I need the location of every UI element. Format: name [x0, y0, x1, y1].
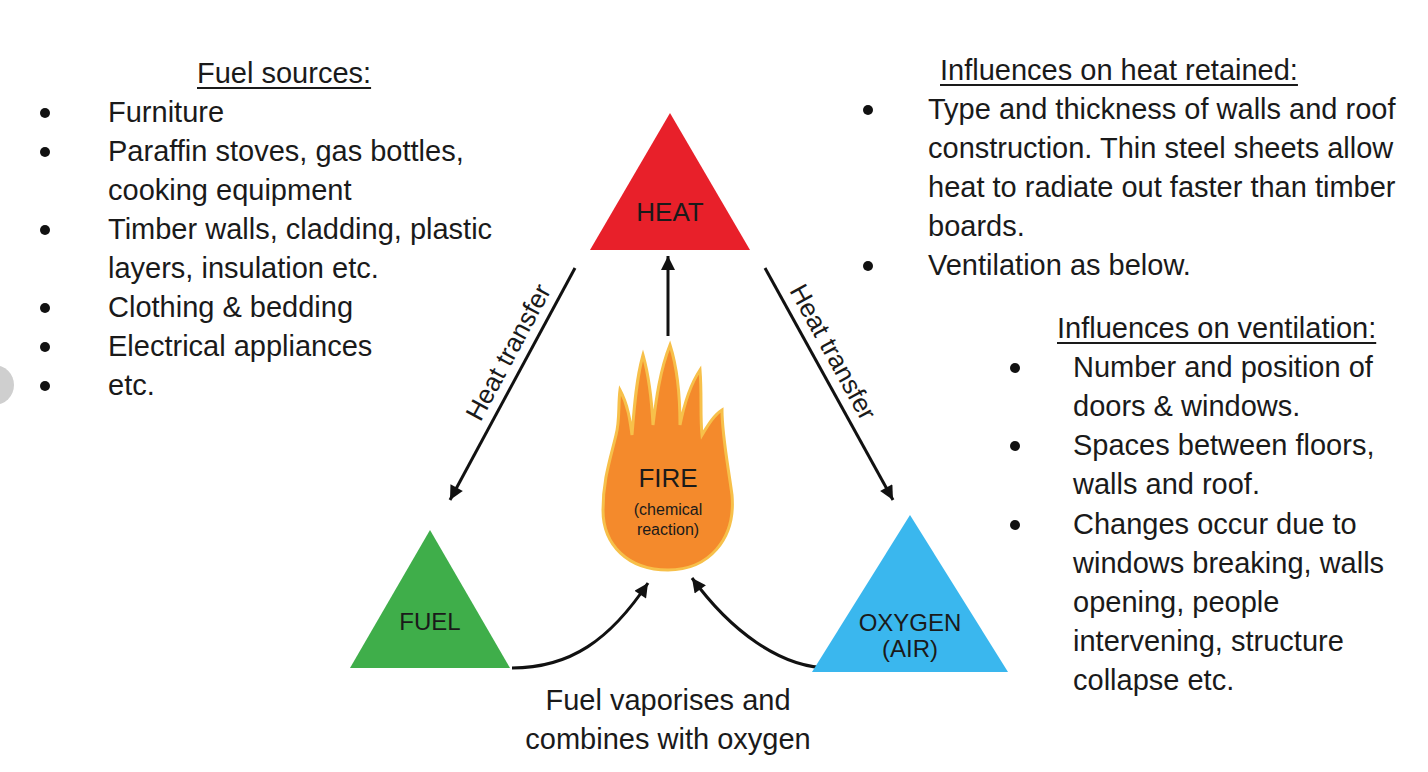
node-label: FUEL [355, 608, 505, 636]
connector-arrow [765, 268, 893, 500]
list-bullet [40, 303, 50, 313]
list-bullet [1010, 441, 1020, 451]
connector-arrow [450, 268, 575, 500]
list-bullet [863, 261, 873, 271]
node-outline [350, 530, 510, 668]
list-bullet [40, 342, 50, 352]
flame-shape [603, 345, 732, 570]
node-label: OXYGEN (AIR) [850, 610, 970, 662]
heat-triangle: HEAT [590, 113, 750, 250]
connector-arrow [512, 583, 648, 668]
list-item: Timber walls, cladding, plastic layers, … [108, 210, 548, 288]
fire-flame: FIRE (chemical reaction) [598, 340, 738, 572]
process-note: Fuel vaporises and combines with oxygen [503, 681, 833, 759]
section-heading: Influences on heat retained: [940, 51, 1410, 90]
list-item: Furniture [108, 93, 548, 132]
node-sublabel: (chemical reaction) [618, 500, 718, 540]
list-bullet [40, 381, 50, 391]
list-item: Electrical appliances [108, 327, 548, 366]
list-item: Number and position of doors & windows. [1073, 348, 1423, 426]
oxygen-triangle: OXYGEN (AIR) [812, 515, 1008, 672]
connector-arrow [667, 256, 670, 336]
node-label: FIRE [603, 463, 733, 493]
node-outline [590, 113, 750, 250]
list-item: Type and thickness of walls and roof con… [928, 90, 1398, 246]
triangle-shape [590, 113, 750, 250]
list-bullet [1010, 520, 1020, 530]
triangle-shape [350, 530, 510, 668]
list-item: Paraffin stoves, gas bottles, cooking eq… [108, 132, 548, 210]
triangle-shape [812, 515, 1008, 672]
list-item: Spaces between floors, walls and roof. [1073, 426, 1423, 504]
list-bullet [863, 105, 873, 115]
edge-label: Heat transfer [782, 276, 884, 427]
list-item: Ventilation as below. [928, 246, 1398, 285]
list-bullet [40, 225, 50, 235]
list-item: Clothing & bedding [108, 288, 548, 327]
list-item: Changes occur due to windows breaking, w… [1073, 505, 1423, 700]
edge-dot [0, 365, 14, 405]
section-heading: Influences on ventilation: [1057, 309, 1423, 348]
section-heading: Fuel sources: [197, 54, 517, 93]
connector-arrow [692, 578, 830, 668]
fuel-triangle: FUEL [350, 530, 510, 668]
list-bullet [1010, 363, 1020, 373]
edge-label: Heat transfer [458, 276, 559, 428]
node-label: HEAT [595, 197, 745, 227]
list-bullet [40, 147, 50, 157]
list-bullet [40, 108, 50, 118]
